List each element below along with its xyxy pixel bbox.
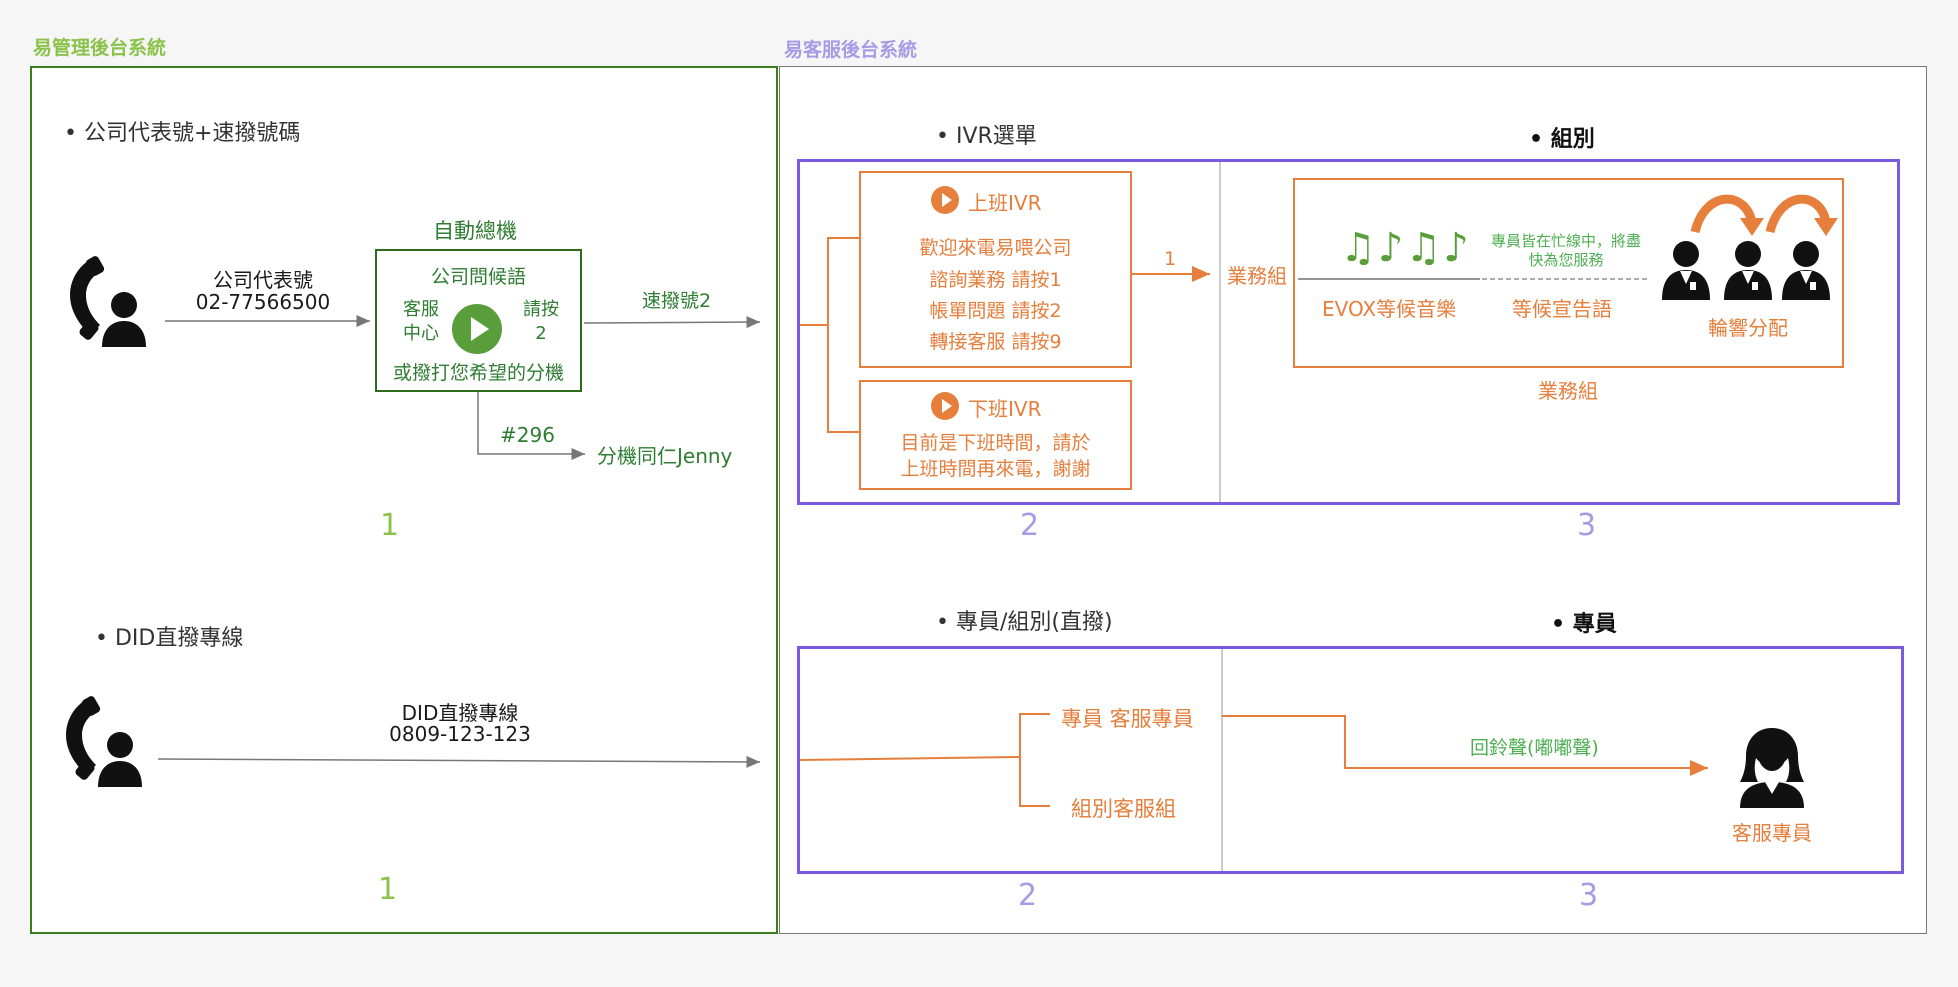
day-ivr-line-1: 歡迎來電易喂公司 xyxy=(919,237,1072,259)
option-agent: 專員 客服專員 xyxy=(1061,707,1194,731)
night-ivr-box xyxy=(859,380,1132,490)
caller-label: 公司代表號 xyxy=(213,268,313,292)
agent-icon-3 xyxy=(1782,241,1830,300)
night-ivr-play-icon[interactable] xyxy=(931,392,959,420)
press-label: 請按 2 xyxy=(523,299,559,344)
dial-ext-label: 或撥打您希望的分機 xyxy=(392,362,564,384)
day-ivr-title: 上班IVR xyxy=(968,191,1042,215)
night-ivr-title: 下班IVR xyxy=(968,397,1042,421)
did-label: DID直撥專線 xyxy=(401,701,519,725)
section1-bullet: 公司代表號+速撥號碼 xyxy=(64,115,300,147)
cs-center-label: 客服 中心 xyxy=(403,299,439,344)
group-bullet: 組別 xyxy=(1529,121,1595,153)
group-caption: 業務組 xyxy=(1538,379,1598,403)
key-1-label: 1 xyxy=(1164,248,1177,270)
play-icon[interactable] xyxy=(452,304,502,354)
left-step-number-2: 1 xyxy=(378,872,398,907)
did-caller-phone-icon xyxy=(66,696,142,787)
right-top-step-2: 2 xyxy=(1020,508,1040,543)
agent-icon-1 xyxy=(1662,241,1710,300)
day-ivr-line-2: 諮詢業務 請按1 xyxy=(929,269,1062,291)
day-ivr-box xyxy=(859,171,1132,368)
agent-label: 客服專員 xyxy=(1732,821,1812,845)
greeting-label: 公司問候語 xyxy=(430,266,526,288)
ivr-menu-bullet: IVR選單 xyxy=(936,118,1037,150)
agent-frame xyxy=(797,646,1904,874)
ivr-box-title: 自動總機 xyxy=(433,219,517,243)
right-bottom-step-3: 3 xyxy=(1579,878,1599,913)
caller-number: 02-77566500 xyxy=(195,290,331,314)
left-panel xyxy=(30,66,778,934)
ext-code: #296 xyxy=(500,423,555,447)
ring-distribution-label: 輪響分配 xyxy=(1708,316,1788,340)
day-ivr-line-4: 轉接客服 請按9 xyxy=(929,331,1062,353)
night-ivr-line-2: 上班時間再來電，謝謝 xyxy=(900,458,1091,480)
left-panel-title: 易管理後台系統 xyxy=(33,37,167,59)
day-ivr-line-3: 帳單問題 請按2 xyxy=(929,300,1062,322)
day-ivr-play-icon[interactable] xyxy=(931,186,959,214)
music-label: EVOX等候音樂 xyxy=(1322,297,1457,321)
music-notes-icon: ♫♪♫♪ xyxy=(1340,225,1471,271)
caller-phone-icon xyxy=(70,256,146,347)
wait-label: 等候宣告語 xyxy=(1512,297,1612,321)
section2-bullet: DID直撥專線 xyxy=(95,620,243,652)
ringback-label: 回鈴聲(嘟嘟聲) xyxy=(1470,737,1599,759)
agent-direct-bullet: 專員/組別(直撥) xyxy=(936,604,1113,636)
group-name-label: 業務組 xyxy=(1227,264,1287,288)
wait-message: 專員皆在忙線中，將盡 快為您服務 xyxy=(1490,232,1641,269)
option-group: 組別客服組 xyxy=(1071,797,1176,821)
ivr-group-frame xyxy=(797,159,1900,505)
right-top-step-3: 3 xyxy=(1577,508,1597,543)
speed-dial-label: 速撥號2 xyxy=(642,290,712,312)
night-ivr-line-1: 目前是下班時間，請於 xyxy=(900,432,1091,454)
left-step-number-1: 1 xyxy=(380,508,400,543)
ext-target: 分機同仁Jenny xyxy=(597,444,733,468)
female-agent-icon xyxy=(1740,728,1804,808)
group-box xyxy=(1293,178,1844,368)
did-number: 0809-123-123 xyxy=(389,722,531,746)
agent-icon-2 xyxy=(1724,241,1772,300)
right-panel-title: 易客服後台系統 xyxy=(784,39,918,61)
agent-bullet: 專員 xyxy=(1551,606,1617,638)
right-bottom-step-2: 2 xyxy=(1018,878,1038,913)
